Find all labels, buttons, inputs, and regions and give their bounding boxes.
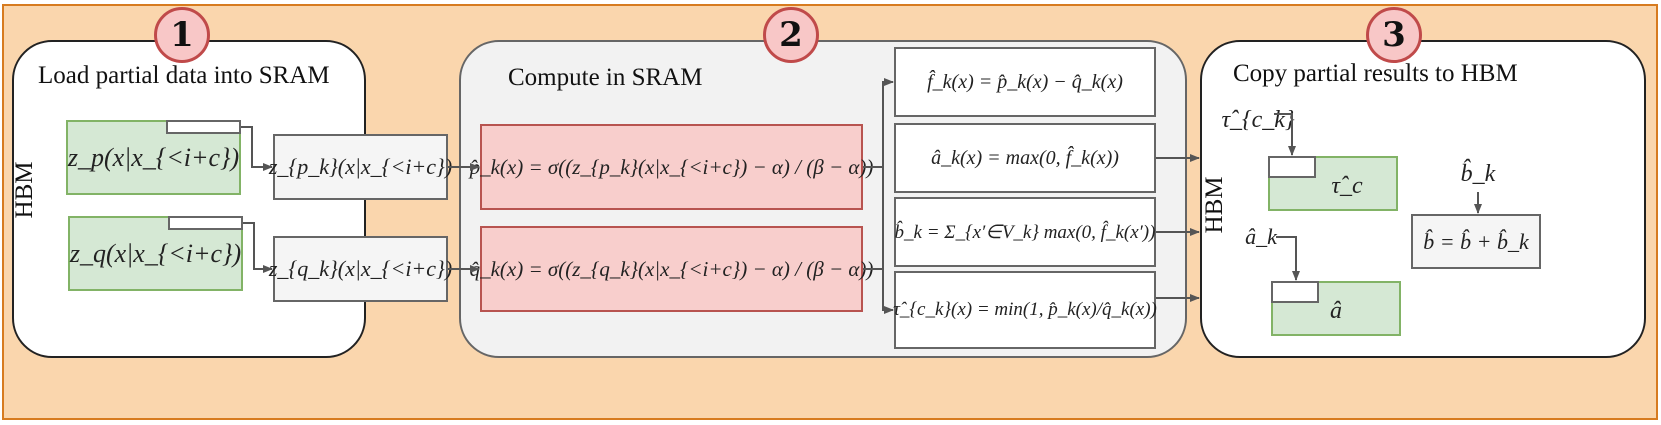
a-hat-box: â_k(x) = max(0, f̂_k(x)) [894,123,1156,193]
step-badge-1: 1 [154,7,210,63]
zpk-label: z_{p_k}(x|x_{<i+c}) [268,154,453,179]
zp-input-label: z_p(x|x_{<i+c}) [67,142,240,172]
q-hat-formula-text: q̂_k(x) = σ((z_{q_k}(x|x_{<i+c}) − α) / … [469,256,874,281]
q-hat-formula: q̂_k(x) = σ((z_{q_k}(x|x_{<i+c}) − α) / … [470,226,873,312]
a-tab [1271,281,1319,303]
p-hat-formula-text: p̂_k(x) = σ((z_{p_k}(x|x_{<i+c}) − α) / … [469,154,874,179]
b-hat-box: b̂_k = Σ_{x′∈V_k} max(0, f̂_k(x′)) [894,197,1156,267]
f-hat-text: f̂_k(x) = p̂_k(x) − q̂_k(x) [927,70,1123,93]
arrow-a-to-block [1276,236,1300,281]
f-hat-box: f̂_k(x) = p̂_k(x) − q̂_k(x) [894,47,1156,117]
arrow-zq-to-zqk [243,222,273,273]
compute-title: Compute in SRAM [508,64,703,91]
tau-c-label: τ̂_c [1331,173,1363,199]
zqk-label: z_{q_k}(x|x_{<i+c}) [268,256,453,281]
p-hat-formula: p̂_k(x) = σ((z_{p_k}(x|x_{<i+c}) − α) / … [470,124,873,210]
zq-input-tab [168,216,243,230]
step-badge-3: 3 [1366,7,1422,63]
tau-ck-label: τ̂_{c_k} [1221,106,1295,133]
tau-c-tab [1268,156,1316,178]
zq-input-label: z_q(x|x_{<i+c}) [69,238,242,268]
arrow-tau-to-block [1274,113,1296,156]
a-k-label: â_k [1245,224,1277,249]
zqk-block: z_{q_k}(x|x_{<i+c}) [269,236,452,302]
step-badge-2: 2 [763,7,819,63]
a-result-label: â [1330,298,1342,324]
tau-hat-text: τ̂_{c_k}(x) = min(1, p̂_k(x)/q̂_k(x)) [893,299,1157,320]
b-k-label: b̂_k [1460,160,1496,187]
b-update-text: b̂ = b̂ + b̂_k [1423,228,1529,254]
copy-title: Copy partial results to HBM [1233,60,1518,87]
arrow-to-f-hat [863,78,894,168]
arrow-to-tau-hat [863,268,894,314]
tau-hat-box: τ̂_{c_k}(x) = min(1, p̂_k(x)/q̂_k(x)) [893,271,1157,349]
b-hat-text: b̂_k = Σ_{x′∈V_k} max(0, f̂_k(x′)) [894,221,1156,243]
zpk-block: z_{p_k}(x|x_{<i+c}) [269,134,452,200]
b-update-box: b̂ = b̂ + b̂_k [1411,214,1541,269]
arrow-zp-to-zpk [241,126,273,171]
zp-input-tab [166,120,241,134]
a-hat-text: â_k(x) = max(0, f̂_k(x)) [931,146,1119,169]
load-title: Load partial data into SRAM [38,62,330,89]
